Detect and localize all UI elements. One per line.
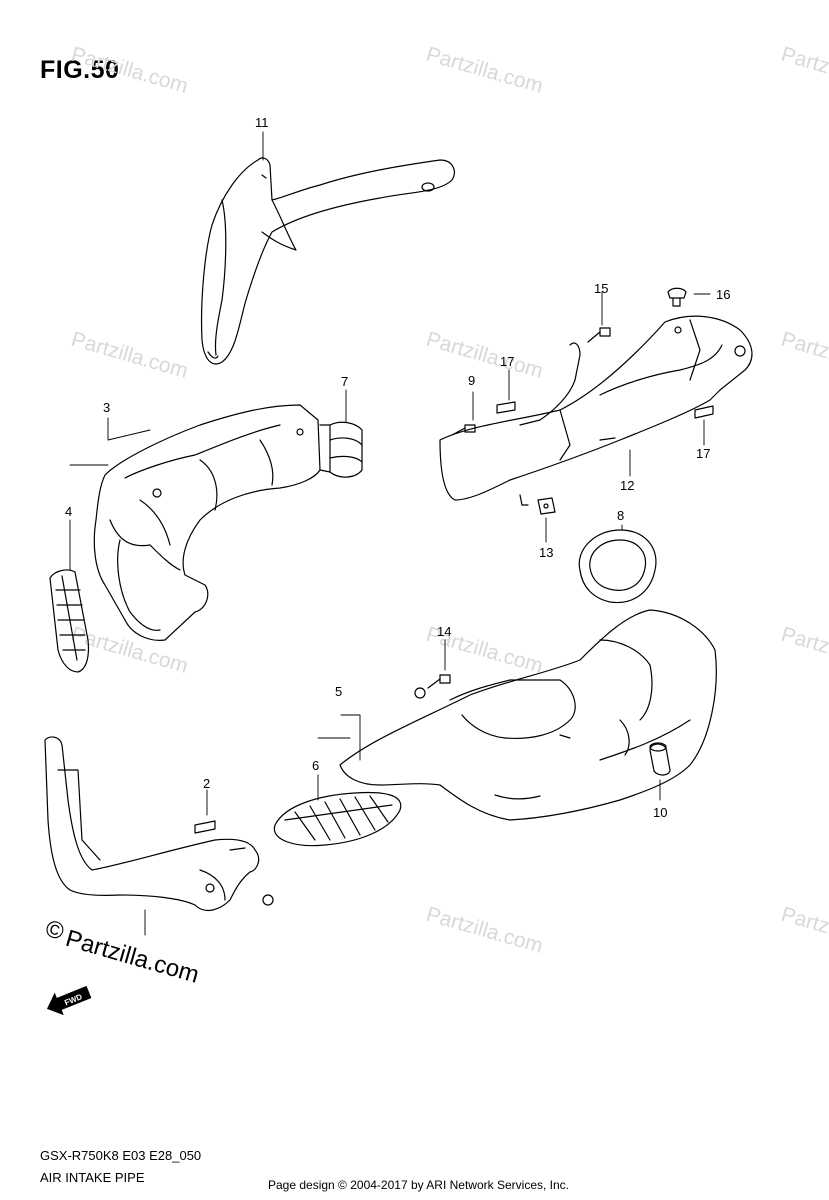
watermark-5: Partzilla.com bbox=[424, 328, 546, 383]
watermark-4: Partzilla.com bbox=[69, 328, 191, 383]
callout-14: 14 bbox=[437, 624, 451, 639]
callout-8: 8 bbox=[617, 508, 624, 523]
part-16-fastener bbox=[667, 287, 687, 307]
callout-3: 3 bbox=[103, 400, 110, 415]
callout-17b: 17 bbox=[696, 446, 710, 461]
watermark-7: Partzilla.com bbox=[69, 623, 191, 678]
callout-4: 4 bbox=[65, 504, 72, 519]
callout-13: 13 bbox=[539, 545, 553, 560]
callout-15: 15 bbox=[594, 281, 608, 296]
section-name: AIR INTAKE PIPE bbox=[40, 1170, 145, 1185]
watermark-1: Partzilla.com bbox=[69, 43, 191, 98]
callout-9: 9 bbox=[468, 373, 475, 388]
part-2-bracket-cover bbox=[44, 736, 274, 912]
copyright-notice: Page design © 2004-2017 by ARI Network S… bbox=[268, 1178, 570, 1192]
model-code: GSX-R750K8 E03 E28_050 bbox=[40, 1148, 202, 1163]
callout-12: 12 bbox=[620, 478, 634, 493]
part-6-intake-grille-right bbox=[273, 791, 402, 847]
watermark-10: Partzilla.com bbox=[424, 903, 546, 958]
part-11-duct-cover bbox=[200, 157, 455, 365]
watermark-6: Partzilla.com bbox=[779, 328, 829, 383]
callout-2: 2 bbox=[203, 776, 210, 791]
leader-lines bbox=[69, 131, 711, 936]
part-13-clip-nut bbox=[537, 497, 556, 515]
part-4-intake-grille-left bbox=[49, 569, 90, 673]
part-15-screw bbox=[587, 327, 611, 343]
callout-16: 16 bbox=[716, 287, 730, 302]
part-3-intake-duct-left bbox=[93, 404, 321, 641]
part-12-side-cover bbox=[439, 315, 753, 506]
part-7-duct-clamp bbox=[319, 421, 363, 478]
watermark-11: Partzilla.com bbox=[779, 903, 829, 958]
callout-17a: 17 bbox=[500, 354, 514, 369]
background-watermarks: Partzilla.com Partzilla.com Partzilla.co… bbox=[69, 43, 829, 958]
part-17-label-a bbox=[496, 401, 516, 414]
part-9-screw bbox=[451, 424, 476, 436]
callout-10: 10 bbox=[653, 805, 667, 820]
callout-5: 5 bbox=[335, 684, 342, 699]
callout-6: 6 bbox=[312, 758, 319, 773]
part-14-screw bbox=[427, 674, 451, 689]
watermark-3: Partzilla.com bbox=[779, 43, 829, 98]
callout-7: 7 bbox=[341, 374, 348, 389]
callout-labels: 11 7 3 4 15 16 17 9 17 12 13 8 14 5 6 2 … bbox=[65, 115, 730, 820]
part-17-label-b bbox=[694, 405, 714, 419]
part-8-seal-ring bbox=[578, 529, 657, 604]
arrow-forward-icon: FWD bbox=[46, 985, 92, 1015]
callout-11: 11 bbox=[255, 115, 269, 130]
part-5-intake-duct-right bbox=[339, 609, 717, 821]
watermark-2: Partzilla.com bbox=[424, 43, 546, 98]
part-10-grommet bbox=[649, 742, 671, 776]
figure-title: FIG.50 bbox=[40, 56, 120, 84]
watermark-9: Partzilla.com bbox=[779, 623, 829, 678]
